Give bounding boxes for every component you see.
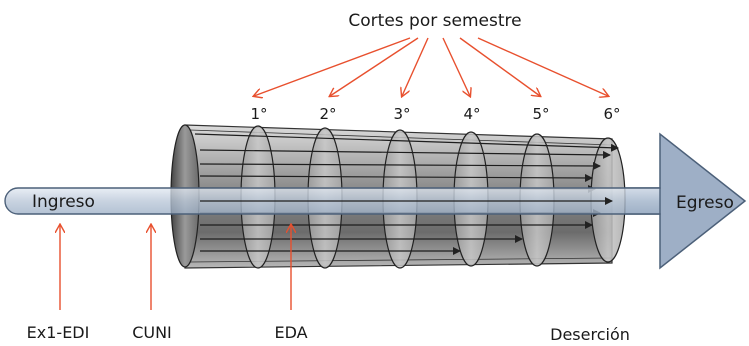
pointer-arrow-6	[477, 37, 608, 96]
flow-line	[199, 161, 601, 170]
desercion-label: Deserción	[550, 325, 630, 344]
flow-line	[194, 133, 619, 152]
pointer-arrow-5	[459, 37, 540, 96]
eda-label: EDA	[274, 323, 307, 342]
pointer-arrow-1	[254, 37, 411, 96]
semester-label-6: 6°	[603, 105, 620, 123]
semester-pointer-arrows	[254, 37, 608, 96]
bottom-pointer-arrows	[60, 225, 291, 310]
flow-line	[199, 173, 593, 182]
ex1-edi-label: Ex1-EDI	[27, 323, 90, 342]
semester-label-4: 4°	[463, 105, 480, 123]
ingreso-label: Ingreso	[32, 192, 95, 212]
pointer-arrow-4	[442, 37, 470, 96]
cuni-label: CUNI	[132, 323, 172, 342]
egreso-label: Egreso	[676, 193, 734, 213]
pointer-arrow-2	[330, 37, 419, 96]
semester-label-2: 2°	[319, 105, 336, 123]
semester-label-1: 1°	[250, 105, 267, 123]
semester-label-5: 5°	[532, 105, 549, 123]
pointer-arrow-3	[402, 37, 429, 96]
flow-line	[199, 149, 611, 159]
title-label: Cortes por semestre	[348, 11, 521, 31]
semester-label-3: 3°	[393, 105, 410, 123]
